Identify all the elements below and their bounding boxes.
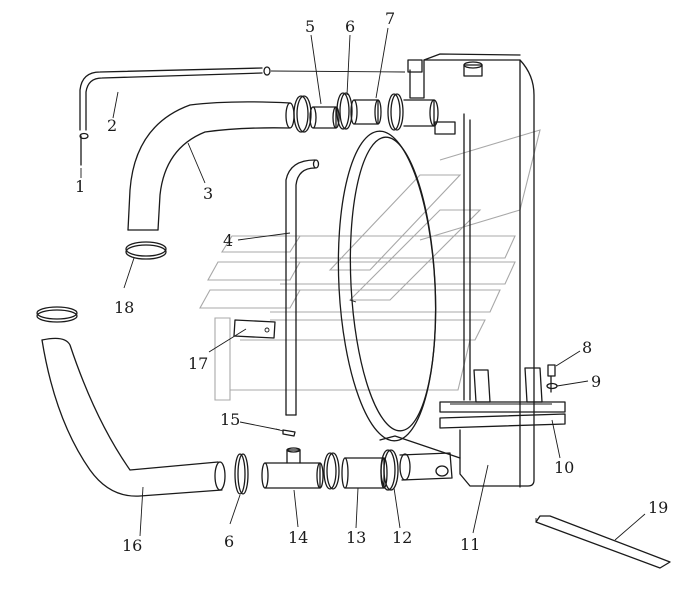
part-4-small-pipe — [285, 159, 320, 416]
part-11-radiator-body — [379, 53, 535, 488]
label-2: 2 — [107, 116, 117, 135]
label-4: 4 — [223, 231, 233, 250]
label-7: 7 — [385, 9, 395, 28]
part-19-plate — [535, 515, 671, 569]
label-19: 19 — [648, 498, 668, 517]
label-15: 15 — [220, 410, 240, 429]
label-6-lower: 6 — [224, 532, 234, 551]
fan-shroud-ring — [337, 130, 437, 442]
label-8: 8 — [582, 338, 592, 357]
label-13: 13 — [346, 528, 366, 547]
part-16-lower-hose — [36, 306, 226, 497]
label-12: 12 — [392, 528, 412, 547]
label-1: 1 — [75, 177, 85, 196]
label-6-upper: 6 — [345, 17, 355, 36]
part-9-washer — [546, 382, 558, 390]
part-1-clip — [79, 132, 89, 166]
watermark-logo — [199, 129, 541, 401]
label-18: 18 — [114, 298, 134, 317]
label-17: 17 — [188, 354, 208, 373]
label-9: 9 — [591, 372, 601, 391]
part-18-hose-clamp — [125, 241, 167, 260]
leader-lines — [80, 27, 646, 541]
label-16: 16 — [122, 536, 142, 555]
part-labels: 1 2 3 4 5 6 7 8 9 10 11 12 13 14 6 15 16… — [75, 9, 668, 555]
label-14: 14 — [288, 528, 308, 547]
part-3-upper-hose — [127, 101, 295, 231]
label-10: 10 — [554, 458, 574, 477]
part-2-overflow-pipe — [79, 66, 406, 131]
label-5: 5 — [305, 17, 315, 36]
part-10-bracket — [439, 367, 566, 429]
lower-hose-connectors — [234, 447, 399, 495]
part-17-plate — [233, 319, 276, 339]
upper-hose-connectors — [293, 92, 404, 133]
label-3: 3 — [203, 184, 213, 203]
label-11: 11 — [460, 535, 480, 554]
